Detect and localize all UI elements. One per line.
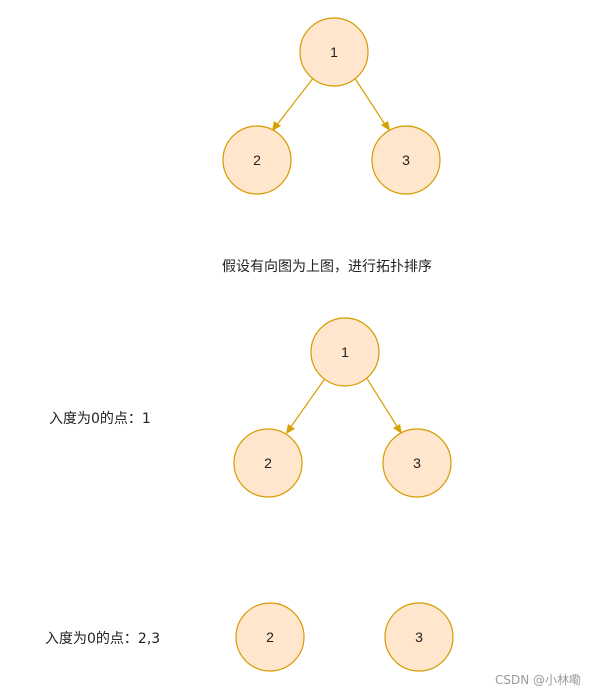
node-3-label: 3 bbox=[415, 629, 423, 645]
node-2: 2 bbox=[222, 125, 292, 195]
arrow-head-1-to-2 bbox=[286, 424, 295, 434]
node-2-label: 2 bbox=[266, 629, 274, 645]
edge-1-to-3 bbox=[365, 376, 399, 429]
edge-1-to-2 bbox=[289, 376, 327, 429]
edge-1-to-2 bbox=[275, 76, 315, 127]
diagram-caption: 假设有向图为上图，进行拓扑排序 bbox=[222, 259, 432, 275]
node-3: 3 bbox=[382, 428, 452, 498]
arrow-head-1-to-2 bbox=[272, 121, 281, 131]
graph-step2: 2 3 bbox=[235, 602, 454, 672]
node-2-label: 2 bbox=[264, 455, 272, 471]
node-1-label: 1 bbox=[341, 344, 349, 360]
node-1: 1 bbox=[299, 17, 369, 87]
node-2-label: 2 bbox=[253, 152, 261, 168]
node-3-label: 3 bbox=[402, 152, 410, 168]
graph-step1: 1 2 3 bbox=[233, 317, 452, 498]
step2-caption: 入度为0的点：2,3 bbox=[45, 631, 161, 647]
watermark: CSDN @小林嘞 bbox=[494, 673, 581, 687]
node-1: 1 bbox=[310, 317, 380, 387]
node-3: 3 bbox=[384, 602, 454, 672]
graph-original: 1 2 3 bbox=[222, 17, 441, 195]
arrow-head-1-to-3 bbox=[381, 121, 390, 131]
arrow-head-1-to-3 bbox=[393, 424, 402, 434]
node-1-label: 1 bbox=[330, 44, 338, 60]
step1-caption: 入度为0的点：1 bbox=[49, 411, 151, 427]
edge-1-to-3 bbox=[353, 76, 387, 127]
node-3-label: 3 bbox=[413, 455, 421, 471]
node-2: 2 bbox=[233, 428, 303, 498]
node-2: 2 bbox=[235, 602, 305, 672]
node-3: 3 bbox=[371, 125, 441, 195]
